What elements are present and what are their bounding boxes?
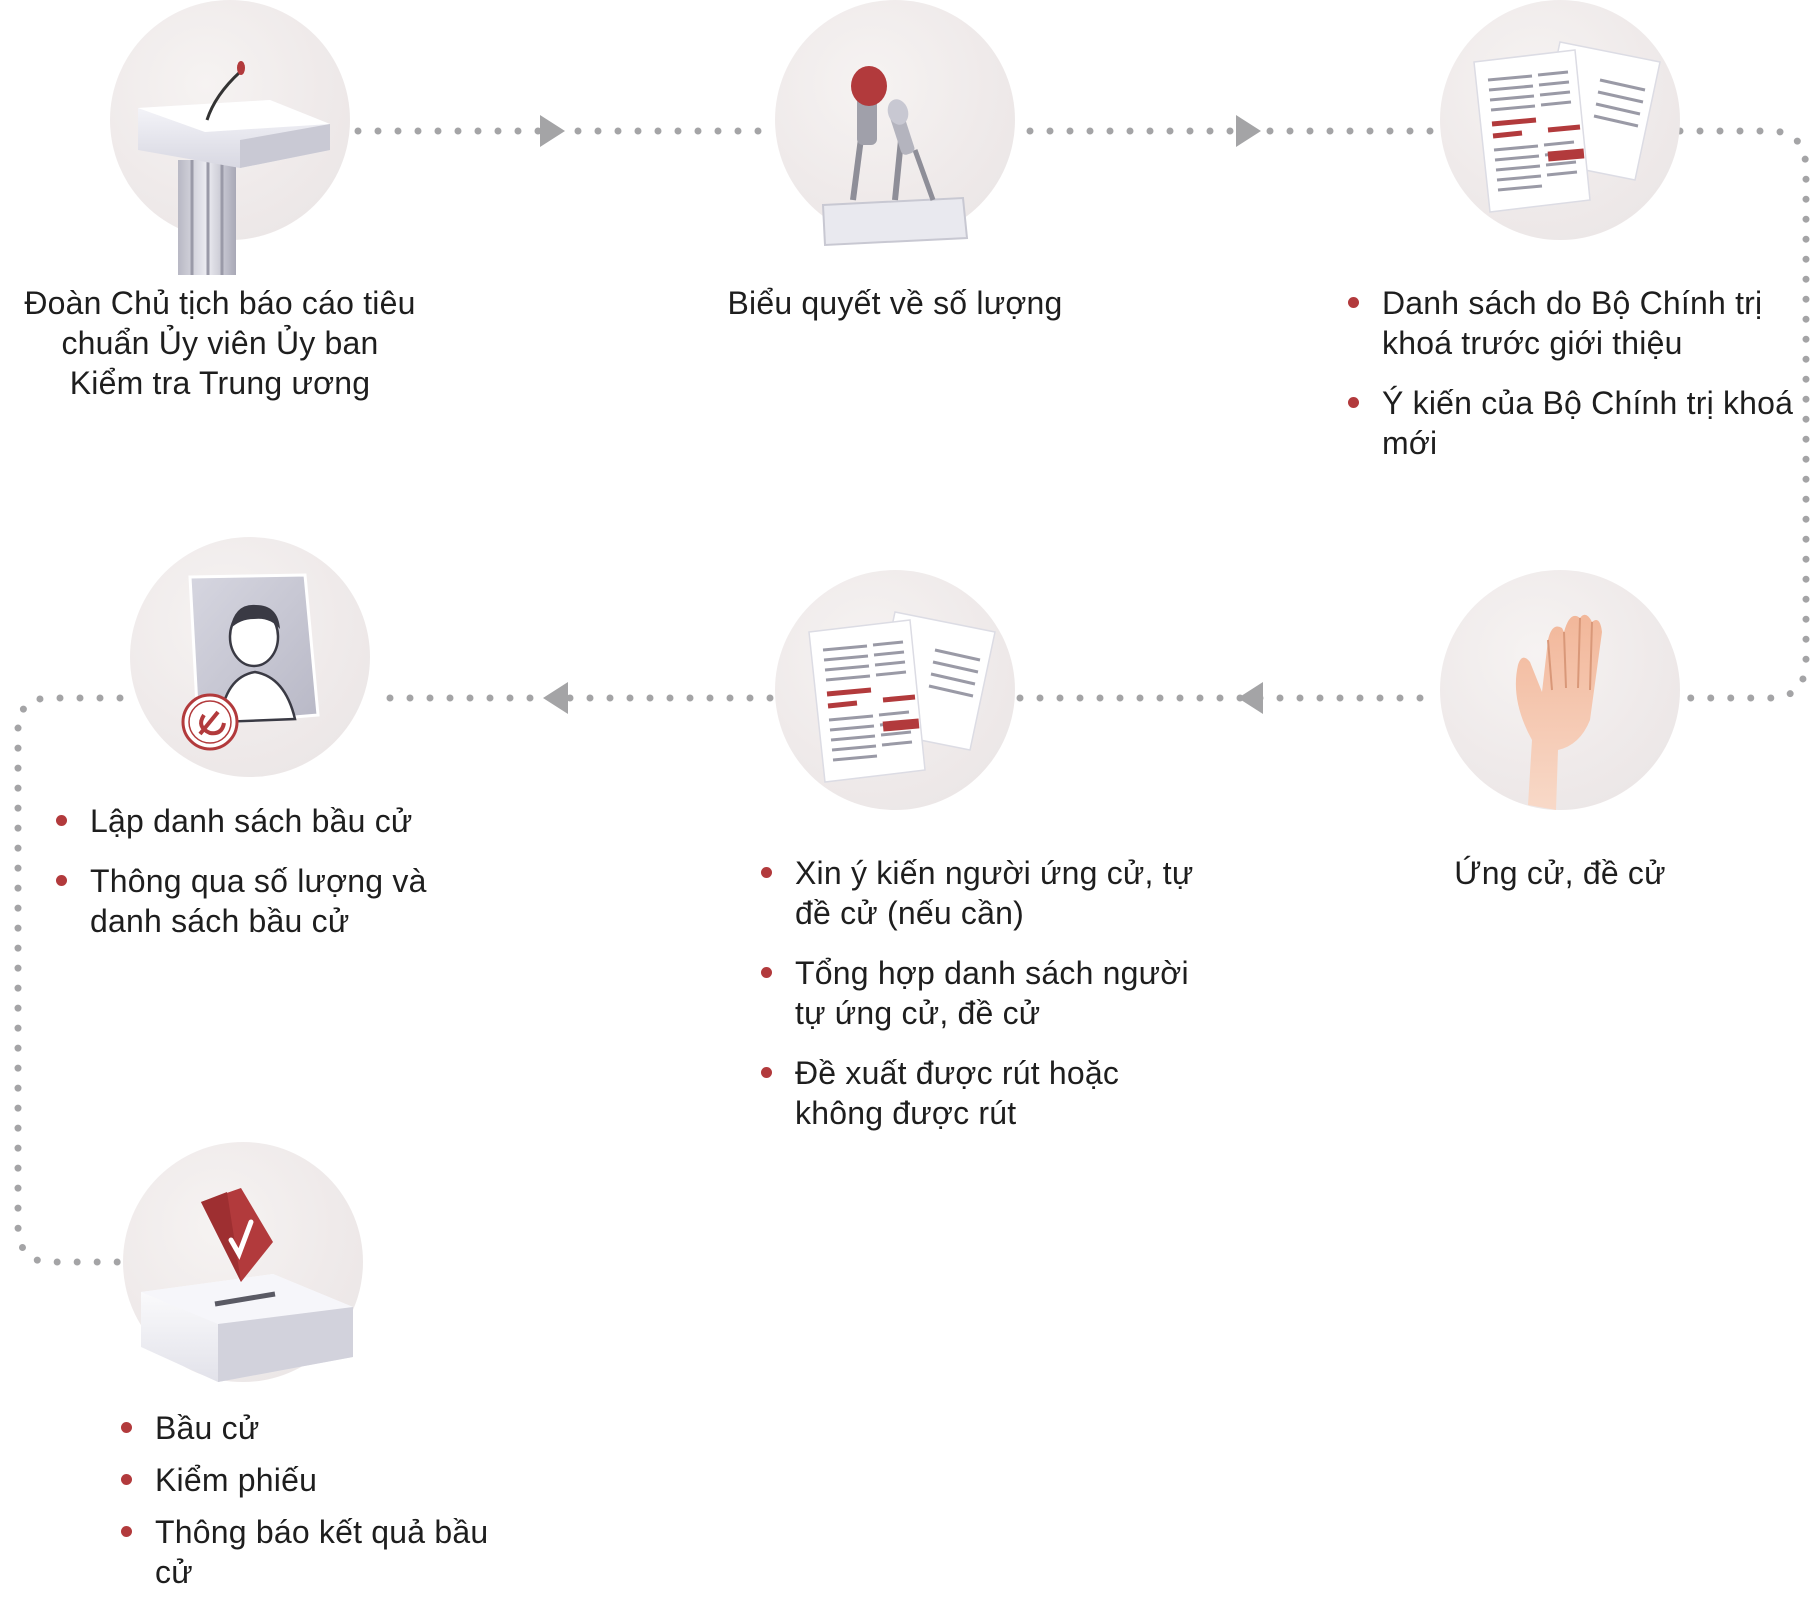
documents-icon: [808, 611, 996, 783]
step-7-text: Bầu cử Kiểm phiếu Thông báo kết quả bầu …: [115, 1408, 535, 1604]
step-1-line: Kiểm tra Trung ương: [69, 365, 371, 401]
step-1-line: chuẩn Ủy viên Ủy ban: [61, 325, 379, 361]
step-2-line: Biểu quyết về số lượng: [727, 285, 1063, 321]
arrow-left-1: [1238, 682, 1263, 714]
arrow-right-1: [540, 115, 565, 147]
step-2-text: Biểu quyết về số lượng: [675, 283, 1115, 323]
step-3-bullet: Ý kiến của Bộ Chính trị khoá mới: [1342, 383, 1802, 463]
step-3-text: Danh sách do Bộ Chính trị khoá trước giớ…: [1342, 283, 1802, 483]
step-7-bullet: Thông báo kết quả bầu cử: [115, 1512, 535, 1592]
step-6-icon-circle: [130, 537, 370, 777]
step-6-bullet: Lập danh sách bầu cử: [50, 801, 490, 841]
step-1-line: Đoàn Chủ tịch báo cáo tiêu: [24, 285, 416, 321]
step-4-line: Ứng cử, đề cử: [1454, 855, 1666, 891]
raised-hand-icon: [1515, 614, 1602, 810]
candidate-portrait-icon: [181, 573, 320, 751]
step-3-bullet: Danh sách do Bộ Chính trị khoá trước giớ…: [1342, 283, 1802, 363]
step-5-bullet: Xin ý kiến người ứng cử, tự đề cử (nếu c…: [755, 853, 1195, 933]
step-3-icon-circle: [1440, 0, 1680, 240]
step-1-icon-circle: [110, 0, 350, 275]
step-6-bullet: Thông qua số lượng và danh sách bầu cử: [50, 861, 490, 941]
microphones-icon: [821, 66, 969, 247]
step-5-text: Xin ý kiến người ứng cử, tự đề cử (nếu c…: [755, 853, 1195, 1153]
podium-microphone-icon: [138, 61, 330, 275]
arrow-left-2: [543, 682, 568, 714]
ballot-box-icon: [141, 1188, 353, 1382]
step-7-icon-circle: [123, 1142, 363, 1382]
step-7-bullet: Kiểm phiếu: [115, 1460, 535, 1500]
step-1-text: Đoàn Chủ tịch báo cáo tiêu chuẩn Ủy viên…: [0, 283, 440, 403]
connector-6-7: [14, 694, 129, 1266]
step-6-text: Lập danh sách bầu cử Thông qua số lượng …: [50, 801, 490, 961]
step-5-bullet: Tổng hợp danh sách người tự ứng cử, đề c…: [755, 953, 1195, 1033]
documents-icon: [1473, 41, 1661, 213]
step-2-icon-circle: [775, 0, 1015, 247]
arrow-right-2: [1236, 115, 1261, 147]
step-7-bullet: Bầu cử: [115, 1408, 535, 1448]
step-5-bullet: Đề xuất được rút hoặc không được rút: [755, 1053, 1195, 1133]
step-5-icon-circle: [775, 570, 1015, 810]
step-4-icon-circle: [1440, 570, 1680, 810]
step-4-text: Ứng cử, đề cử: [1340, 853, 1780, 893]
